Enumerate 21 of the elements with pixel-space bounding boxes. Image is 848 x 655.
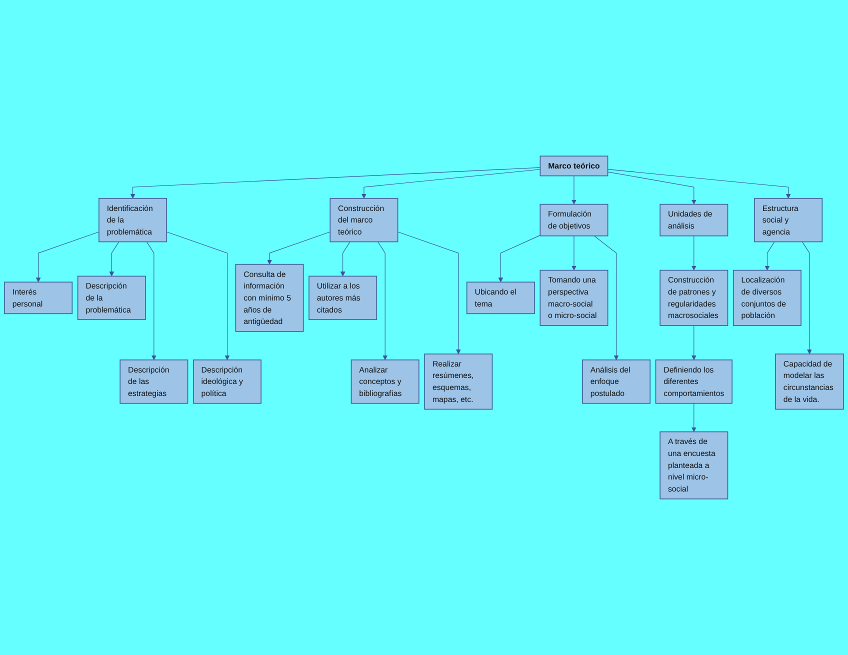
arrow — [691, 325, 696, 360]
arrow — [607, 169, 791, 199]
arrow — [607, 172, 696, 205]
arrow — [594, 236, 619, 360]
arrow — [267, 232, 330, 265]
arrow — [340, 242, 350, 276]
arrow — [572, 236, 576, 270]
arrow — [378, 242, 388, 360]
arrow — [572, 176, 576, 205]
arrow — [498, 235, 540, 282]
arrow — [802, 242, 812, 354]
arrow — [36, 232, 100, 282]
arrow — [398, 232, 461, 354]
arrow — [130, 167, 540, 199]
arrow — [691, 236, 696, 270]
arrow — [764, 242, 775, 270]
arrow — [691, 403, 696, 432]
arrow — [146, 242, 156, 360]
arrow — [109, 242, 120, 276]
arrow — [166, 232, 230, 360]
arrow — [361, 169, 540, 199]
